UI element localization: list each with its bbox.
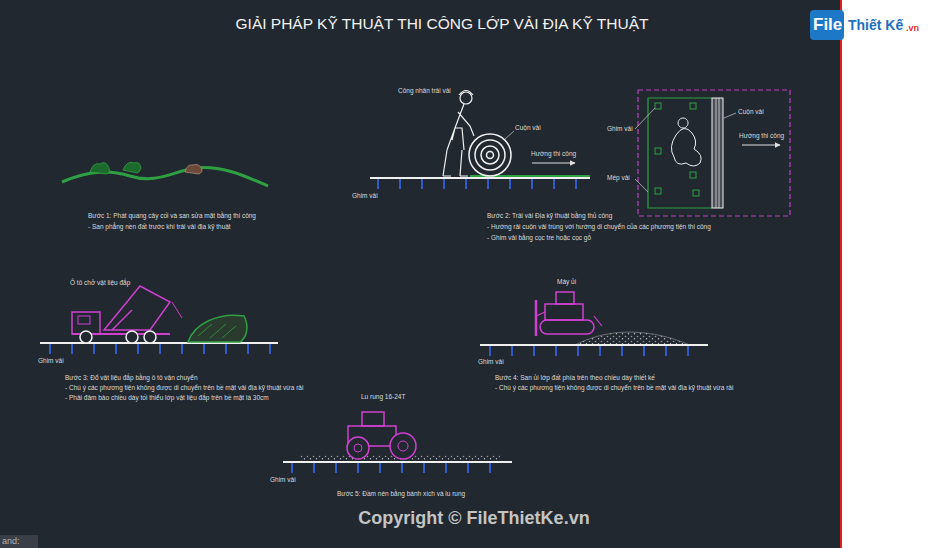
step2-section: [370, 91, 590, 179]
callout-label: Ghim vải: [607, 125, 633, 132]
step1-ground: [62, 162, 268, 186]
logo-badge: [810, 10, 844, 40]
fabric-pin: [247, 344, 249, 354]
fabric-pin: [313, 463, 315, 473]
callout-label: Ghim vải: [478, 358, 504, 365]
logo-text: Thiết Kế: [848, 18, 903, 33]
fabric-pin: [181, 344, 183, 354]
step3-truck: [40, 286, 278, 343]
logo-text: File: [813, 16, 842, 35]
step-note: - Phải đảm bảo chiều dày tối thiểu lớp v…: [65, 394, 269, 401]
command-prompt: and:: [2, 537, 20, 547]
fabric-pin: [665, 346, 667, 356]
fabric-pin: [379, 463, 381, 473]
fabric-pin: [509, 179, 511, 189]
callout-label: Hướng thi công: [739, 132, 784, 139]
fabric-pin: [423, 463, 425, 473]
fabric-pin: [511, 346, 513, 356]
fabric-pin: [643, 346, 645, 356]
fabric-pin: [269, 344, 271, 354]
fabric-pin: [577, 346, 579, 356]
fabric-pin: [575, 179, 577, 189]
callout-label: Ghim vải: [352, 192, 378, 199]
step5-roller: [283, 412, 512, 462]
fabric-pin: [49, 344, 51, 354]
fabric-pin: [377, 179, 379, 189]
fabric-pin: [465, 179, 467, 189]
fabric-pin: [421, 179, 423, 189]
fabric-pin: [137, 344, 139, 354]
fabric-pin: [71, 344, 73, 354]
callout-label: Mép vải: [607, 174, 630, 181]
fabric-pin: [621, 346, 623, 356]
callout-label: Ghim vải: [270, 476, 296, 483]
fabric-pin: [489, 346, 491, 356]
fabric-pin: [467, 463, 469, 473]
step-text: Bước 3: Đổ vật liệu đắp bằng ô tô vận ch…: [65, 374, 198, 381]
callout-label: Công nhân trải vải: [398, 87, 451, 94]
callout-label: Ô tô chở vật liệu đắp: [70, 279, 130, 286]
fabric-pin: [203, 344, 205, 354]
fabric-pin: [599, 346, 601, 356]
fabric-pin: [533, 346, 535, 356]
step-note: - Chú ý các phương tiện không được di ch…: [495, 384, 733, 391]
fabric-pin: [555, 346, 557, 356]
callout-label: Máy ủi: [557, 278, 576, 285]
fabric-pin: [399, 179, 401, 189]
fabric-pin: [443, 179, 445, 189]
step2-plan: [635, 90, 790, 216]
logo-text: .vn: [906, 24, 919, 34]
callout-label: Cuộn vải: [738, 108, 764, 115]
fabric-pin: [531, 179, 533, 189]
step-note: - Chú ý các phương tiện không được di ch…: [65, 384, 303, 391]
step-text: Bước 4: San ủi lớp đất phía trên theo ch…: [495, 374, 655, 381]
step-text: Bước 5: Đầm nén bằng bánh xích và lu run…: [337, 490, 465, 497]
callout-label: Hướng thi công: [531, 150, 576, 157]
fabric-pin: [291, 463, 293, 473]
watermark: Copyright © FileThietKe.vn: [358, 509, 589, 529]
step-note: - San phẳng nền đất trước khi trải vải đ…: [88, 223, 231, 230]
fabric-pin: [487, 179, 489, 189]
step-text: Bước 1: Phát quang cây cối và san sửa mặ…: [88, 212, 256, 219]
fabric-pin: [335, 463, 337, 473]
fabric-pin: [401, 463, 403, 473]
fabric-pin: [115, 344, 117, 354]
step-text: Bước 2: Trải vải Địa kỹ thuật bằng thủ c…: [487, 212, 612, 219]
step4-bulldozer: [480, 292, 708, 345]
fabric-pin: [93, 344, 95, 354]
command-bar: [0, 535, 38, 548]
callout-label: Cuộn vải: [515, 124, 541, 131]
step-note: - Hướng rải cuộn vải trùng với hướng di …: [487, 223, 711, 230]
callout-label: Lu rung 16-24T: [361, 393, 405, 400]
fabric-pin: [225, 344, 227, 354]
side-panel: [841, 0, 950, 548]
fabric-pin: [553, 179, 555, 189]
fabric-pin: [445, 463, 447, 473]
fabric-pin: [489, 463, 491, 473]
callout-label: Ghim vải: [38, 357, 64, 364]
viewport-border: [840, 0, 842, 548]
drawing-title: GIẢI PHÁP KỸ THUẬT THI CÔNG LỚP VẢI ĐỊA …: [236, 15, 649, 32]
fabric-pin: [357, 463, 359, 473]
fabric-pin: [687, 346, 689, 356]
fabric-pin: [159, 344, 161, 354]
step-note: - Ghim vải bằng cọc tre hoặc cọc gỗ: [487, 234, 591, 241]
